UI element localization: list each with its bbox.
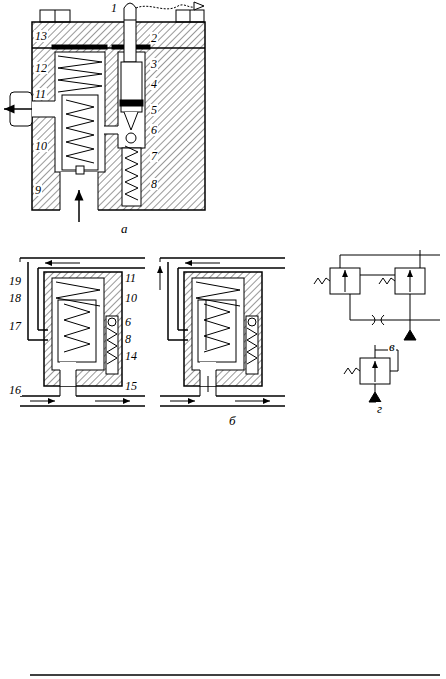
callout-number: 11 xyxy=(34,88,47,100)
valve-section-a xyxy=(4,2,205,222)
page-rule xyxy=(30,674,440,676)
callout-number: 8 xyxy=(124,333,132,345)
callout-number: 7 xyxy=(150,150,158,162)
callout-number: 10 xyxy=(124,292,138,304)
valve-scheme-b xyxy=(20,258,145,406)
callout-number: 9 xyxy=(34,184,42,196)
callout-number: 12 xyxy=(34,62,48,74)
callout-number: 10 xyxy=(34,140,48,152)
callout-number: 13 xyxy=(34,30,48,42)
callout-number: 2 xyxy=(150,32,158,44)
callout-number: 15 xyxy=(124,380,138,392)
callout-number: 6 xyxy=(124,316,132,328)
callout-number: 6 xyxy=(150,124,158,136)
figure-letter: б xyxy=(228,414,237,427)
callout-number: 4 xyxy=(150,78,158,90)
valve-symbol-v xyxy=(314,250,440,340)
callout-number: 3 xyxy=(150,58,158,70)
callout-number: 11 xyxy=(124,272,137,284)
callout-number: 19 xyxy=(8,275,22,287)
figure-letter: в xyxy=(388,340,396,353)
callout-number: 17 xyxy=(8,320,22,332)
callout-number: 18 xyxy=(8,292,22,304)
callout-number: 5 xyxy=(150,104,158,116)
callout-number: 16 xyxy=(8,384,22,396)
figure-letter: г xyxy=(376,402,383,415)
callout-number: 8 xyxy=(150,178,158,190)
valve-symbol-g xyxy=(344,345,398,402)
callout-number: 1 xyxy=(110,2,118,14)
valve-scheme-b-open xyxy=(160,258,285,406)
callout-number: 14 xyxy=(124,350,138,362)
figure-letter: а xyxy=(120,222,129,235)
